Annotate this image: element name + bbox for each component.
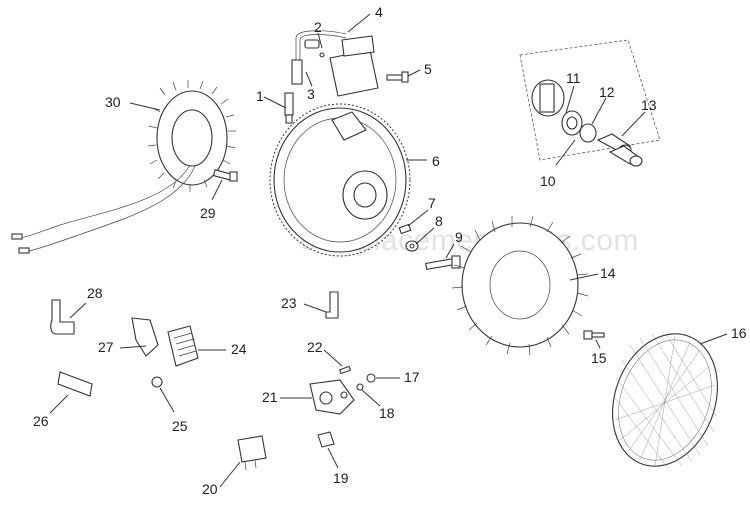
keys-part-13 bbox=[596, 133, 643, 167]
callout-27: 27 bbox=[98, 339, 114, 355]
callout-26: 26 bbox=[33, 413, 49, 429]
relay-part-20 bbox=[237, 435, 267, 471]
ignition-coil-part-4 bbox=[291, 30, 379, 97]
nut-part-17 bbox=[366, 373, 376, 383]
callout-1: 1 bbox=[256, 88, 264, 104]
callout-20: 20 bbox=[202, 481, 218, 497]
callout-17: 17 bbox=[404, 369, 420, 385]
leader-lines bbox=[49, 13, 728, 488]
clip-part-2 bbox=[304, 39, 325, 58]
clamp-part-28 bbox=[50, 299, 75, 335]
callout-30: 30 bbox=[105, 94, 121, 110]
washer-part-8 bbox=[405, 240, 419, 252]
callout-3: 3 bbox=[307, 86, 315, 102]
grass-screen-part-16 bbox=[612, 333, 718, 469]
callout-28: 28 bbox=[87, 285, 103, 301]
screw-part-22 bbox=[338, 365, 352, 375]
callout-12: 12 bbox=[599, 84, 615, 100]
callout-labels: 1 2 3 4 5 6 7 8 9 10 11 12 13 14 15 16 1… bbox=[33, 4, 747, 497]
callout-24: 24 bbox=[231, 341, 247, 357]
callout-23: 23 bbox=[281, 295, 297, 311]
callout-16: 16 bbox=[731, 325, 747, 341]
callout-5: 5 bbox=[424, 61, 432, 77]
screw-part-25 bbox=[151, 376, 163, 388]
key-switch-part-10 bbox=[519, 39, 661, 161]
connector-part-26 bbox=[57, 371, 93, 397]
callout-25: 25 bbox=[172, 418, 188, 434]
callout-15: 15 bbox=[591, 350, 607, 366]
callout-14: 14 bbox=[600, 265, 616, 281]
stator-part-30 bbox=[11, 80, 236, 254]
callout-18: 18 bbox=[379, 405, 395, 421]
bolt-part-15 bbox=[583, 330, 605, 340]
callout-19: 19 bbox=[333, 470, 349, 486]
callout-9: 9 bbox=[455, 229, 463, 245]
callout-2: 2 bbox=[314, 19, 322, 35]
bracket-part-27 bbox=[131, 317, 159, 357]
clip-part-19 bbox=[317, 431, 335, 448]
spark-plug-part-1 bbox=[284, 92, 294, 124]
washer-part-18 bbox=[356, 383, 364, 391]
callout-11: 11 bbox=[566, 70, 581, 86]
callout-22: 22 bbox=[307, 339, 323, 355]
fan-part-14 bbox=[451, 215, 589, 356]
key-part-7 bbox=[398, 223, 412, 235]
callout-7: 7 bbox=[428, 195, 436, 211]
callout-10: 10 bbox=[540, 173, 556, 189]
flywheel-part-6 bbox=[269, 103, 411, 257]
callout-21: 21 bbox=[262, 389, 278, 405]
callout-8: 8 bbox=[435, 213, 443, 229]
callout-4: 4 bbox=[375, 4, 383, 20]
callout-13: 13 bbox=[641, 97, 657, 113]
bolt-part-9 bbox=[425, 255, 461, 271]
callout-6: 6 bbox=[432, 153, 440, 169]
bracket-part-23 bbox=[325, 291, 339, 319]
bolt-part-29 bbox=[212, 169, 238, 182]
regulator-part-24 bbox=[167, 325, 199, 367]
solenoid-part-21 bbox=[309, 379, 355, 415]
screw-part-5 bbox=[386, 71, 409, 83]
callout-29: 29 bbox=[200, 205, 216, 221]
